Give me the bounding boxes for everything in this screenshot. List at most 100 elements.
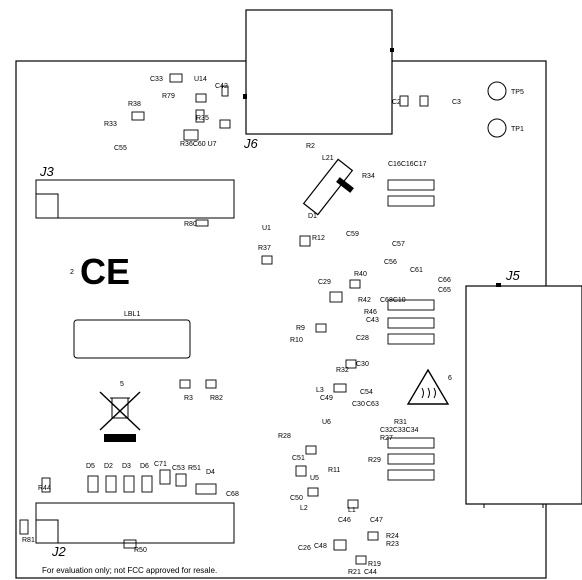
component-label-c51: C51 bbox=[292, 455, 305, 462]
footprint-21 bbox=[333, 383, 347, 393]
component-label-c61: C61 bbox=[410, 267, 423, 274]
component-label-r46: R46 bbox=[364, 309, 377, 316]
component-label-c32c33c34: C32C33C34 bbox=[380, 427, 419, 434]
component-label-c63: C63 bbox=[366, 401, 379, 408]
component-label-u1: U1 bbox=[262, 225, 271, 232]
footprint-14 bbox=[131, 111, 145, 121]
component-label-r10: R10 bbox=[290, 337, 303, 344]
footprint-41 bbox=[123, 539, 137, 549]
footprint-42 bbox=[195, 109, 205, 123]
component-label-c26: C26 bbox=[298, 545, 311, 552]
component-label-r2: R2 bbox=[306, 143, 315, 150]
footprint-6 bbox=[387, 453, 435, 465]
j3-label: J3 bbox=[39, 164, 55, 179]
component-label-c57: C57 bbox=[392, 241, 405, 248]
svg-text:TP1: TP1 bbox=[511, 126, 524, 133]
component-label-c3: C3 bbox=[452, 99, 461, 106]
component-label-c30: C30 bbox=[356, 361, 369, 368]
component-label-r19: R19 bbox=[368, 561, 381, 568]
component-label-c66: C66 bbox=[438, 277, 451, 284]
footprint-26 bbox=[367, 531, 379, 541]
component-label-c2: C2 bbox=[392, 99, 401, 106]
component-label-r27: R27 bbox=[380, 435, 393, 442]
component-label-r24: R24 bbox=[386, 533, 399, 540]
footprint-31 bbox=[205, 379, 217, 389]
component-label-r50: R50 bbox=[134, 547, 147, 554]
component-label-u6: U6 bbox=[322, 419, 331, 426]
component-label-d4: D4 bbox=[206, 469, 215, 476]
component-label-r29: R29 bbox=[368, 457, 381, 464]
component-label-c68c10: C68C10 bbox=[380, 297, 406, 304]
footprint-15 bbox=[183, 129, 199, 141]
component-label-c29: C29 bbox=[318, 279, 331, 286]
footprint-3 bbox=[387, 317, 435, 329]
label-box: LBL1 bbox=[73, 311, 191, 359]
connector-j3: J3 bbox=[35, 164, 235, 219]
footprint-32 bbox=[87, 475, 99, 493]
component-label-r35: R35 bbox=[196, 115, 209, 122]
component-label-l1: L1 bbox=[348, 507, 356, 514]
component-label-c59: C59 bbox=[346, 231, 359, 238]
footprint-0 bbox=[387, 179, 435, 191]
footprint-1 bbox=[387, 195, 435, 207]
component-label-c43: C43 bbox=[366, 317, 379, 324]
component-label-r31: R31 bbox=[394, 419, 407, 426]
footprint-5 bbox=[387, 437, 435, 449]
footprint-38 bbox=[195, 483, 217, 495]
j6-label: J6 bbox=[243, 136, 259, 151]
component-label-r3: R3 bbox=[184, 395, 193, 402]
component-label-r9: R9 bbox=[296, 325, 305, 332]
ce-mark: CE 2 bbox=[70, 251, 130, 292]
component-label-r44: R44 bbox=[38, 485, 51, 492]
testpoint-tp5: TP5 bbox=[487, 81, 524, 101]
footprint-40 bbox=[19, 519, 29, 535]
footprint-12 bbox=[169, 73, 183, 83]
footprint-7 bbox=[387, 469, 435, 481]
footprint-13 bbox=[195, 93, 207, 103]
component-label-l3: L3 bbox=[316, 387, 324, 394]
component-label-c56: C56 bbox=[384, 259, 397, 266]
component-label-d6: D6 bbox=[140, 463, 149, 470]
component-label-c42: C42 bbox=[215, 83, 228, 90]
component-label-d2: D2 bbox=[104, 463, 113, 470]
component-label-c48: C48 bbox=[314, 543, 327, 550]
testpoint-tp1: TP1 bbox=[487, 118, 524, 138]
component-label-l21: L21 bbox=[322, 155, 334, 162]
component-label-l2: L2 bbox=[300, 505, 308, 512]
component-label-c30b: C30 bbox=[352, 401, 365, 408]
component-label-c68b: C68 bbox=[226, 491, 239, 498]
component-label-c71: C71 bbox=[154, 461, 167, 468]
component-label-c44: C44 bbox=[364, 569, 377, 576]
footprint-19 bbox=[315, 323, 327, 333]
component-label-r23: R23 bbox=[386, 541, 399, 548]
footprint-9 bbox=[419, 95, 429, 107]
svg-text:6: 6 bbox=[448, 375, 452, 382]
component-label-r38: R38 bbox=[128, 101, 141, 108]
footprint-28 bbox=[355, 555, 367, 565]
evaluation-note: For evaluation only; not FCC approved fo… bbox=[42, 566, 217, 575]
component-label-r28: R28 bbox=[278, 433, 291, 440]
component-label-c33: C33 bbox=[150, 76, 163, 83]
svg-text:2: 2 bbox=[70, 269, 74, 276]
footprint-27 bbox=[333, 539, 347, 551]
component-label-c49: C49 bbox=[320, 395, 333, 402]
component-label-c65: C65 bbox=[438, 287, 451, 294]
footprint-22 bbox=[305, 445, 317, 455]
component-outlines bbox=[19, 73, 435, 565]
component-label-d1: D1 bbox=[308, 213, 317, 220]
footprint-25 bbox=[347, 499, 359, 509]
component-label-c28: C28 bbox=[356, 335, 369, 342]
footprint-11 bbox=[329, 291, 343, 303]
footprint-35 bbox=[141, 475, 153, 493]
connector-j2: J2 bbox=[35, 502, 235, 559]
footprint-2 bbox=[387, 299, 435, 311]
footprint-17 bbox=[299, 235, 311, 247]
connector-j6: J6 bbox=[243, 9, 394, 151]
component-label-r33: R33 bbox=[104, 121, 117, 128]
diode-d1 bbox=[302, 158, 354, 216]
component-label-r37: R37 bbox=[258, 245, 271, 252]
footprint-33 bbox=[105, 475, 117, 493]
component-label-r12: R12 bbox=[312, 235, 325, 242]
